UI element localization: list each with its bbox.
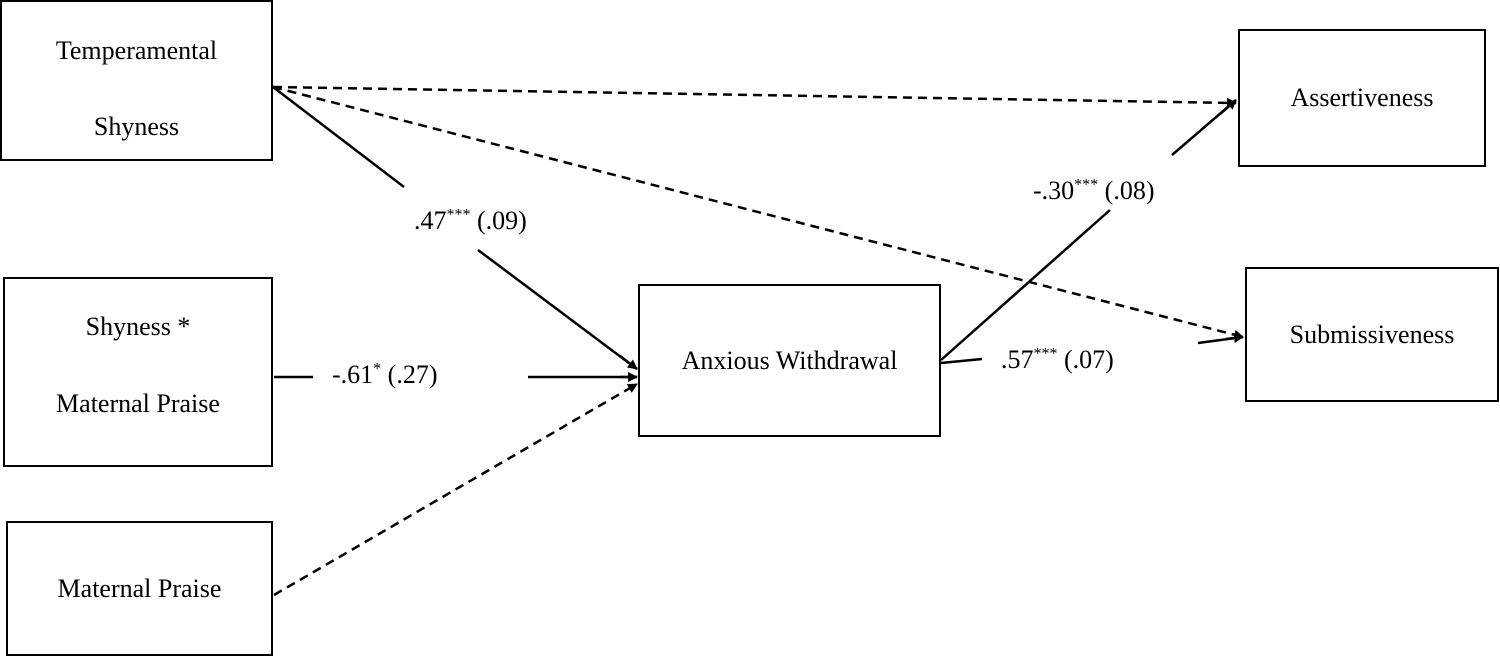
coef-anxious-withdrawal-to-submissiveness: .57*** (.07) [1001, 345, 1114, 375]
node-submissiveness-label: Submissiveness [1289, 319, 1455, 349]
arrowhead-anxious-withdrawal-to-submissiveness [1225, 333, 1244, 344]
edge-maternal-praise-to-anxious-withdrawal [273, 382, 638, 597]
edge-anxious-withdrawal-to-assertiveness [940, 99, 1237, 361]
edge-shyness-to-assertiveness [272, 85, 1237, 108]
coef-anxious-withdrawal-to-assertiveness: -.30*** (.08) [1033, 176, 1155, 206]
arrowhead-shyness-to-anxious-withdrawal [619, 355, 638, 370]
node-anxious-withdrawal: Anxious Withdrawal [638, 284, 941, 437]
node-anxious-withdrawal-label: Anxious Withdrawal [681, 345, 898, 375]
node-interaction-line2: Maternal Praise [56, 389, 220, 418]
node-maternal-praise: Maternal Praise [6, 521, 273, 656]
node-assertiveness: Assertiveness [1238, 29, 1486, 167]
node-temperamental-shyness-line1: Temperamental [55, 36, 218, 65]
node-maternal-praise-label: Maternal Praise [57, 573, 222, 603]
edge-shyness-to-submissiveness [272, 85, 1244, 340]
node-temperamental-shyness-line2: Shyness [93, 112, 180, 141]
node-shyness-x-maternal-praise: Shyness * Maternal Praise [3, 277, 273, 467]
coef-shyness-to-anxious-withdrawal: .47*** (.09) [414, 206, 527, 236]
node-assertiveness-label: Assertiveness [1290, 83, 1434, 112]
node-interaction-line1: Shyness * [85, 312, 191, 341]
node-submissiveness: Submissiveness [1245, 267, 1499, 402]
node-temperamental-shyness: Temperamental Shyness [0, 0, 273, 161]
arrowhead-anxious-withdrawal-to-assertiveness [1219, 99, 1237, 115]
edge-shyness-to-anxious-withdrawal [272, 86, 638, 371]
coef-interaction-to-anxious-withdrawal: -.61* (.27) [332, 360, 438, 390]
